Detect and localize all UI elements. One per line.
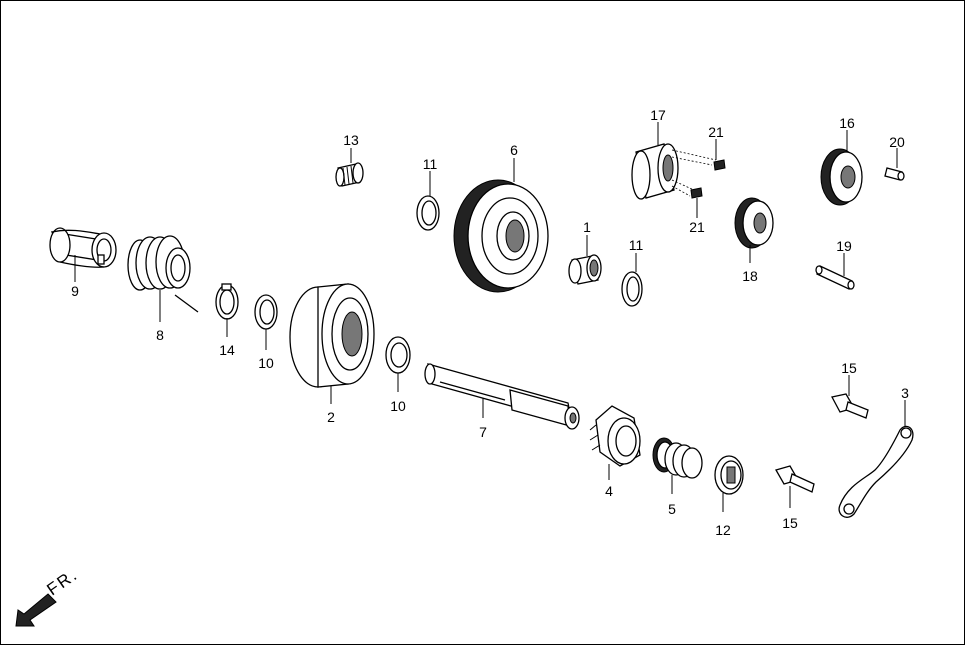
part-16-gear [820,148,863,206]
direction-label: FR. [43,565,81,600]
part-5-ratchet-spring [652,437,703,479]
callout-6: 6 [510,142,518,158]
part-13-needle-bearing [335,162,364,187]
part-20-pin [884,167,905,181]
callout-11a: 11 [423,156,438,172]
part-2-kick-gear [289,283,375,388]
callout-3: 3 [901,385,909,401]
part-10-washer-center [385,336,411,374]
callout-15a: 15 [841,360,857,376]
part-17-plate [631,143,717,200]
callout-19: 19 [836,238,852,254]
front-direction-arrow: FR. [15,565,82,627]
part-18-small-gear [734,197,774,249]
callout-16: 16 [839,115,855,131]
callout-21a: 21 [708,124,724,140]
part-3-stopper-plate [838,425,914,518]
callout-14: 14 [219,342,235,358]
callout-11b: 11 [629,237,644,253]
part-6-large-gear [453,179,549,293]
callout-8: 8 [156,327,164,343]
callout-17: 17 [650,107,666,123]
part-14-circlip [215,283,239,320]
part-8-kick-spring [127,235,199,313]
callout-5: 5 [668,501,676,517]
part-19-shaft-pin [815,265,855,290]
callout-20: 20 [889,134,905,150]
part-11-washer-right [621,271,643,307]
callout-10a: 10 [258,355,274,371]
part-11-washer-top-left [416,195,440,231]
part-21-screw-lower [690,187,703,199]
part-15-bolt-upper [831,393,869,419]
part-10-washer-left [254,294,278,330]
callout-7: 7 [479,424,487,440]
callout-2: 2 [327,409,335,425]
part-1-bushing [568,254,602,285]
callout-21b: 21 [689,219,705,235]
callout-9: 9 [71,283,79,299]
callout-18: 18 [742,268,758,284]
part-21-screw-upper [713,159,726,171]
callout-4: 4 [605,483,613,499]
part-15-bolt-lower [775,465,815,493]
part-12-washer [714,455,744,495]
part-4-ratchet [589,405,641,467]
callout-1: 1 [583,219,591,235]
callout-10b: 10 [390,398,406,414]
part-7-kick-shaft [424,363,580,430]
callout-15b: 15 [782,515,798,531]
callout-12: 12 [715,522,731,538]
part-9-sleeve [49,227,117,268]
callout-13: 13 [343,132,359,148]
